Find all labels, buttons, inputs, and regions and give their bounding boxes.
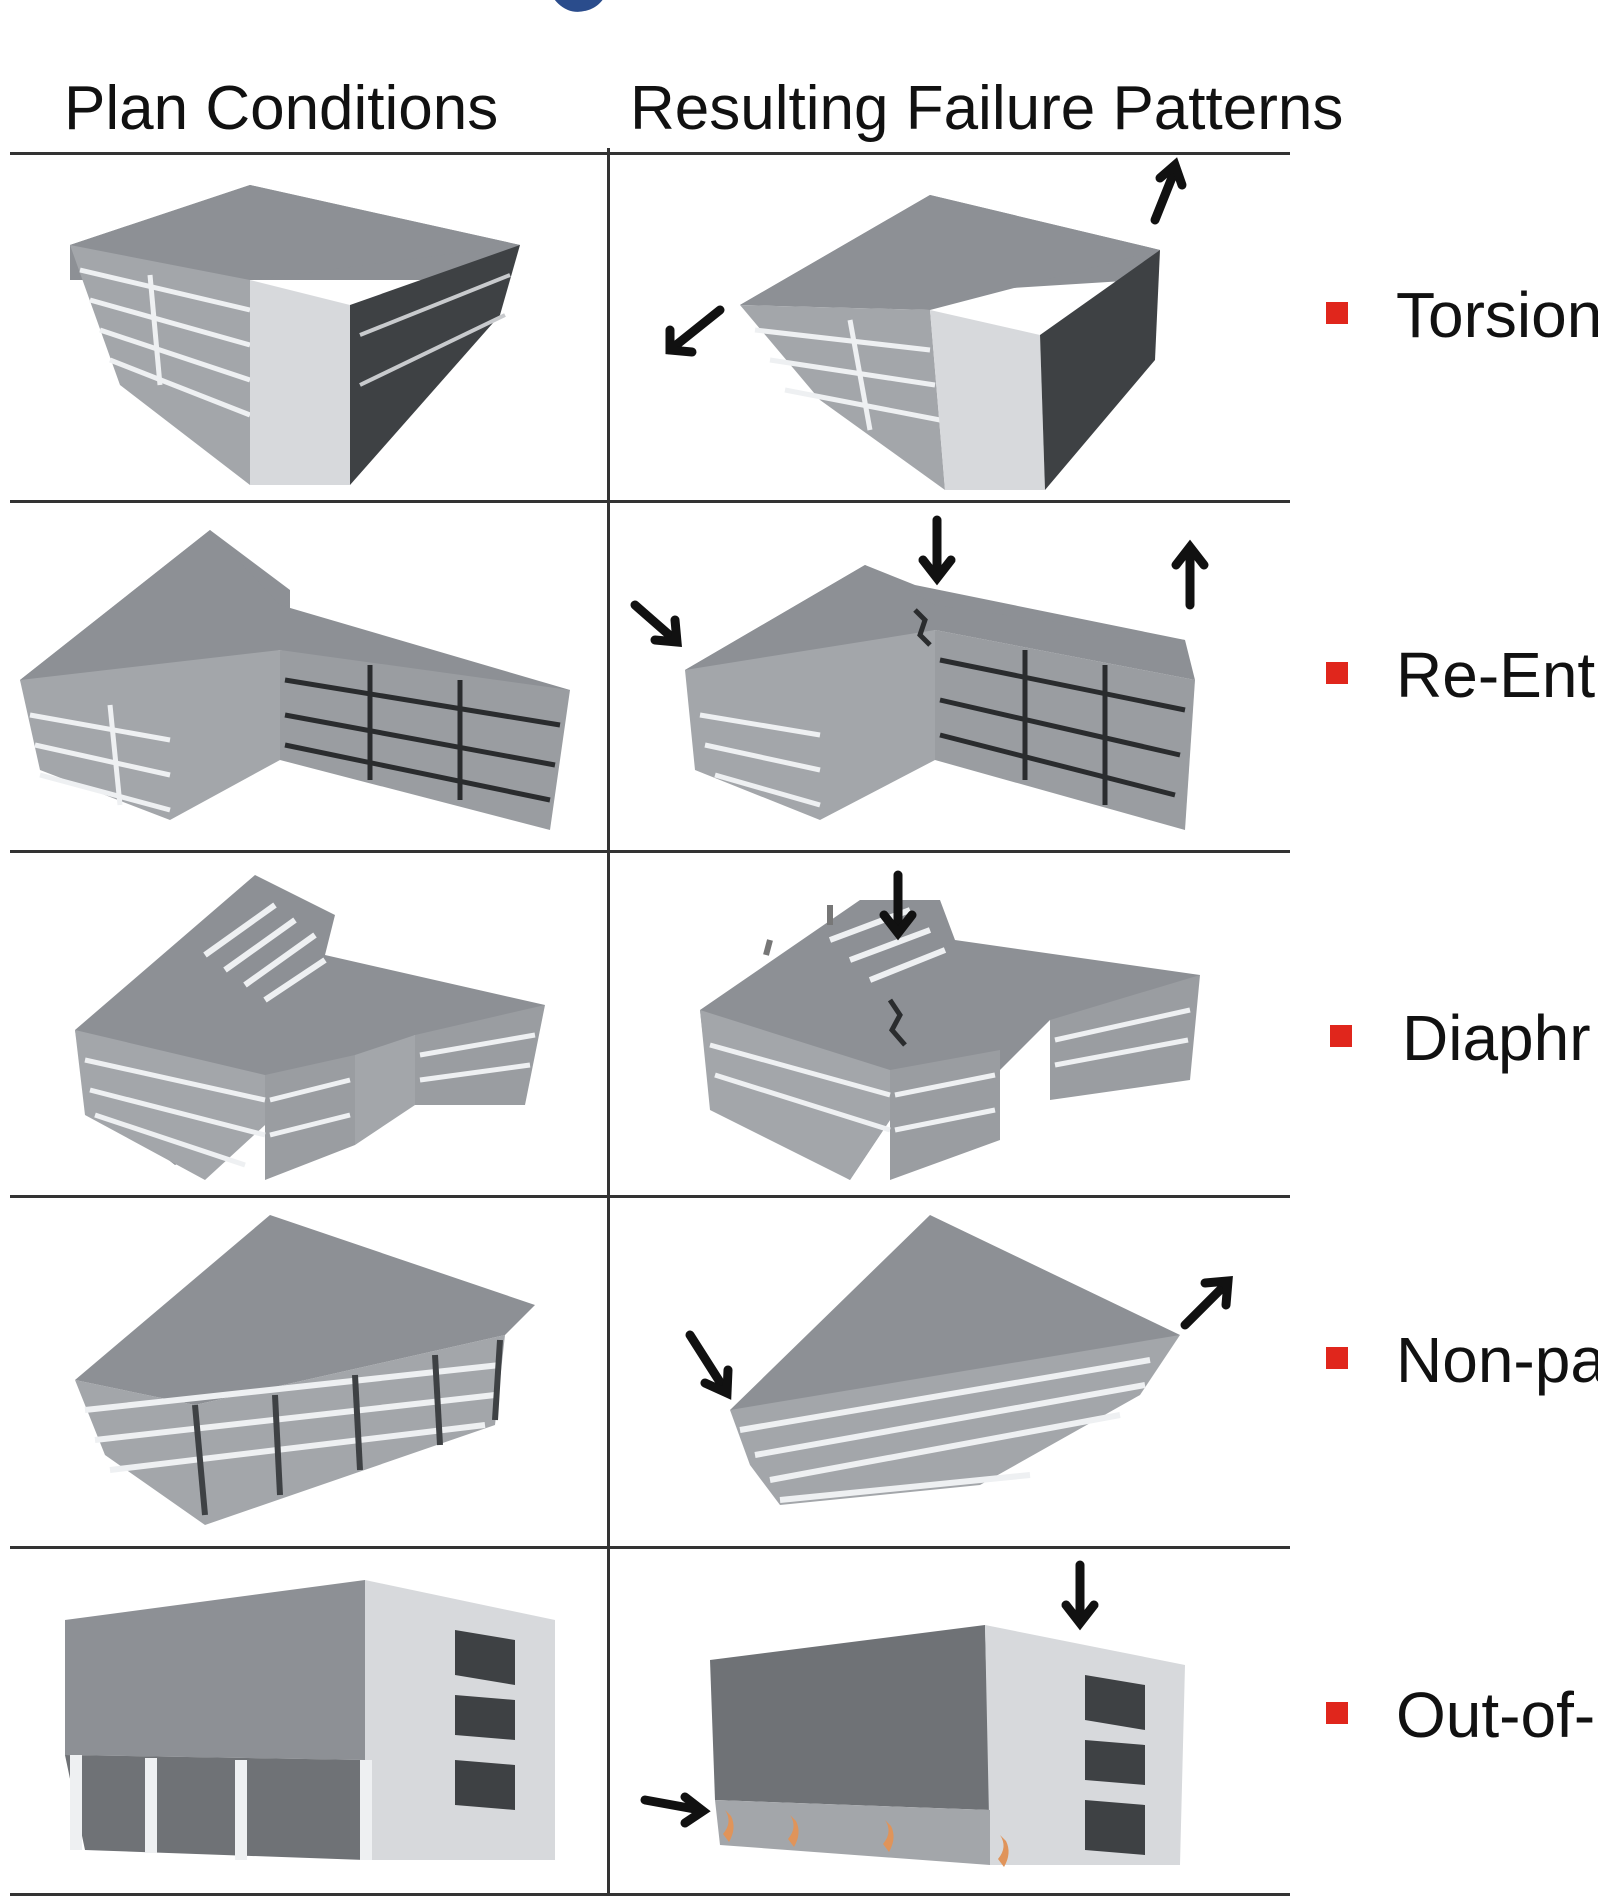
arrow-icon	[665, 305, 725, 357]
arrow-icon	[1061, 1560, 1099, 1631]
bullet-label: Diaphr	[1402, 1002, 1591, 1074]
failure-pattern-non-parallel	[680, 1215, 1240, 1515]
column-divider	[607, 148, 610, 1893]
arrow-icon	[685, 1330, 733, 1400]
failure-pattern-torsion	[660, 157, 1187, 490]
bullet-label: Out-of-	[1396, 1679, 1596, 1751]
header-plan-conditions: Plan Conditions	[64, 74, 499, 143]
failure-pattern-out-of-plane	[640, 1555, 1200, 1885]
title-fragment-glyph	[555, 0, 603, 12]
table-rule	[10, 1893, 1290, 1896]
arrow-icon	[1171, 539, 1209, 610]
plan-condition-torsion	[60, 185, 530, 485]
arrow-icon	[918, 515, 956, 586]
plan-condition-diaphragm	[75, 875, 555, 1185]
bullet-label: Re-Ent	[1396, 639, 1596, 711]
title-fragment	[540, 0, 620, 12]
bullet-square-icon	[1330, 1025, 1352, 1047]
table-rule	[10, 850, 1290, 853]
table-rule	[10, 1546, 1290, 1549]
bullet-square-icon	[1326, 1347, 1348, 1369]
header-resulting-failure-patterns: Resulting Failure Patterns	[630, 74, 1344, 143]
arrow-icon	[640, 1792, 711, 1828]
plan-condition-re-entrant	[20, 530, 580, 840]
bullet-label: Non-pa	[1396, 1324, 1598, 1396]
failure-pattern-re-entrant	[625, 515, 1215, 840]
arrow-icon	[879, 870, 917, 941]
table-rule	[10, 500, 1290, 503]
bullet-square-icon	[1326, 1702, 1348, 1724]
table-rule	[10, 1195, 1290, 1198]
arrow-icon	[1150, 157, 1187, 225]
bullet-label: Torsion	[1396, 279, 1598, 351]
arrow-icon	[630, 600, 682, 647]
arrow-icon	[1180, 1276, 1233, 1330]
plan-condition-non-parallel	[75, 1215, 545, 1535]
table-rule	[10, 152, 1290, 155]
bullet-square-icon	[1326, 662, 1348, 684]
plan-condition-out-of-plane	[65, 1580, 565, 1880]
bullet-square-icon	[1326, 302, 1348, 324]
failure-pattern-diaphragm	[700, 870, 1210, 1190]
